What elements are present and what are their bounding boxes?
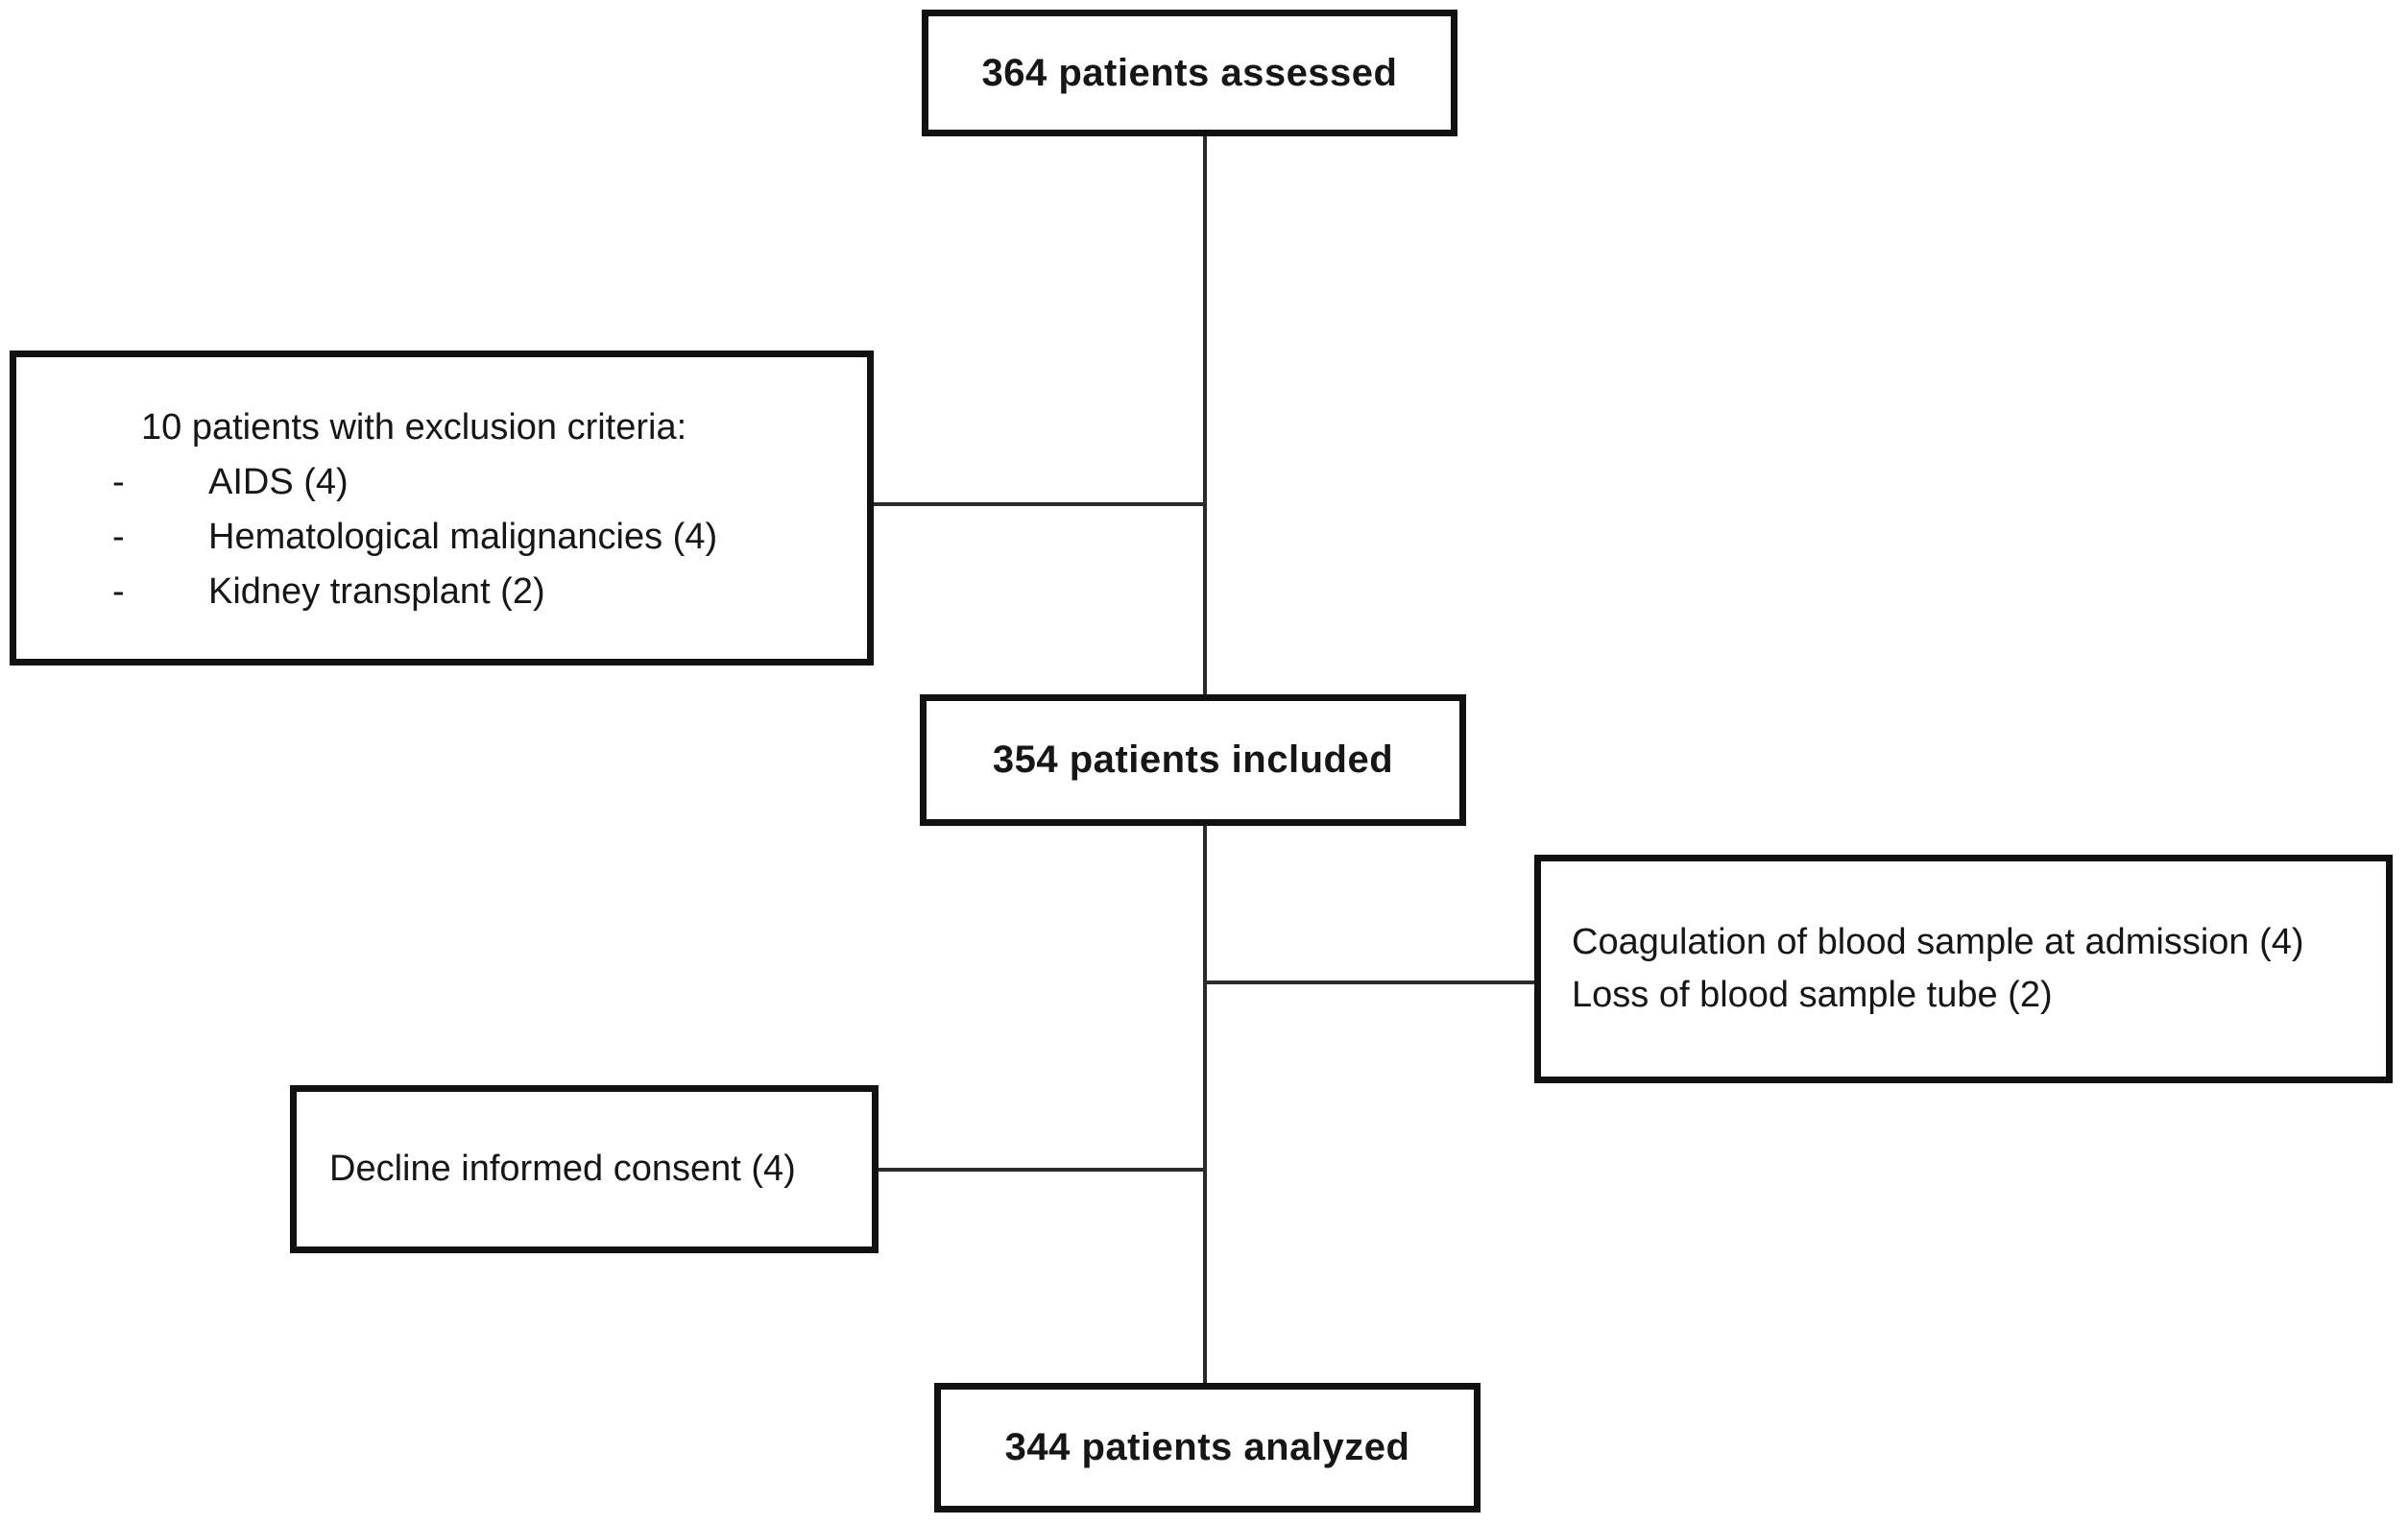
node-exclusion-criteria: 10 patients with exclusion criteria: - A…: [10, 351, 874, 666]
exclusion-criteria-header: 10 patients with exclusion criteria:: [141, 407, 687, 448]
sample-issue-line: Loss of blood sample tube (2): [1572, 975, 2053, 1015]
connector-assessed-to-included: [1203, 136, 1207, 694]
connector-exclusion-branch: [874, 502, 1205, 506]
sample-issue-line: Coagulation of blood sample at admission…: [1572, 922, 2304, 962]
exclusion-item: - AIDS (4): [16, 455, 867, 510]
node-patients-included: 354 patients included: [920, 694, 1466, 826]
exclusion-item-label: Hematological malignancies (4): [208, 517, 718, 557]
bullet-dash: -: [112, 462, 125, 502]
exclusion-item: - Hematological malignancies (4): [16, 510, 867, 565]
bullet-dash: -: [112, 517, 125, 557]
node-declined-consent: Decline informed consent (4): [290, 1085, 879, 1253]
connector-included-to-analyzed: [1203, 826, 1207, 1383]
node-patients-assessed: 364 patients assessed: [922, 10, 1457, 136]
exclusion-item: - Kidney transplant (2): [16, 565, 867, 619]
exclusion-item-label: Kidney transplant (2): [208, 571, 545, 612]
bullet-dash: -: [112, 571, 125, 612]
patients-analyzed-label: 344 patients analyzed: [1004, 1426, 1410, 1468]
exclusion-item-label: AIDS (4): [208, 462, 349, 502]
node-sample-issues: Coagulation of blood sample at admission…: [1534, 855, 2393, 1083]
connector-declined-branch: [879, 1168, 1205, 1172]
node-patients-analyzed: 344 patients analyzed: [934, 1383, 1481, 1513]
connector-sample-issues-branch: [1205, 980, 1534, 984]
patients-included-label: 354 patients included: [992, 738, 1394, 781]
patients-assessed-label: 364 patients assessed: [981, 51, 1398, 94]
declined-consent-label: Decline informed consent (4): [329, 1149, 796, 1189]
